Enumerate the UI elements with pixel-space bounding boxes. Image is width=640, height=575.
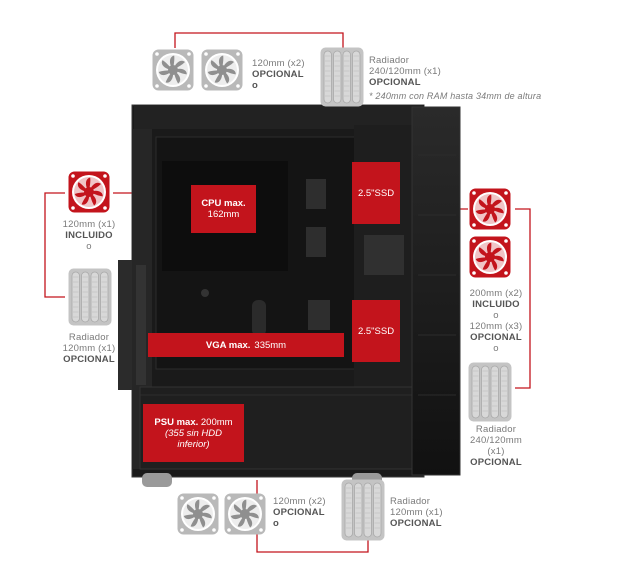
rear-radiator-icon <box>68 268 112 326</box>
pc-case <box>118 104 461 487</box>
cpu-clearance-box: CPU max. 162mm <box>191 185 256 233</box>
vga-label: VGA max. <box>205 339 251 351</box>
top-radiator-icon <box>320 47 364 107</box>
ssd-top-box: 2.5"SSD <box>352 162 400 224</box>
top-radiator-note: * 240mm con RAM hasta 34mm de altura <box>369 91 542 101</box>
ssd-top-label: 2.5"SSD <box>357 187 395 199</box>
top-radiator-label: Radiador 240/120mm (x1) OPCIONAL * 240mm… <box>369 55 542 101</box>
front-radiator-label: Radiador 240/120mm (x1) OPCIONAL <box>470 424 522 468</box>
vga-clearance-box: VGA max. 335mm <box>148 333 344 357</box>
ssd-bottom-box: 2.5"SSD <box>352 300 400 362</box>
psu-note-2: inferior) <box>177 438 210 450</box>
top-fan-1-icon <box>152 49 194 91</box>
psu-clearance-box: PSU max. 200mm (355 sin HDD inferior) <box>143 404 244 462</box>
top-fans-label: 120mm (x2) OPCIONAL o <box>252 58 305 91</box>
bottom-radiator-label: Radiador 120mm (x1) OPCIONAL <box>390 496 443 529</box>
psu-note-1: (355 sin HDD <box>164 427 223 439</box>
front-radiator-icon <box>468 362 512 422</box>
psu-label: PSU max. <box>154 416 199 428</box>
front-fan-2-icon <box>469 236 511 278</box>
front-fan-1-icon <box>469 188 511 230</box>
bottom-fans-label: 120mm (x2) OPCIONAL o <box>273 496 326 529</box>
ssd-bottom-label: 2.5"SSD <box>357 325 395 337</box>
rear-radiator-label: Radiador 120mm (x1) OPCIONAL <box>62 332 116 365</box>
cpu-value: 162mm <box>207 209 240 220</box>
top-fan-2-icon <box>201 49 243 91</box>
bottom-fan-2-icon <box>224 493 266 535</box>
front-fans-label: 200mm (x2) INCLUIDO o 120mm (x3) OPCIONA… <box>469 288 523 354</box>
bottom-fan-1-icon <box>177 493 219 535</box>
vga-value: 335mm <box>254 339 287 351</box>
rear-fan-icon <box>68 171 110 213</box>
cpu-label: CPU max. <box>201 198 246 209</box>
rear-fan-label: 120mm (x1) INCLUIDO o <box>62 219 116 252</box>
psu-value: 200mm <box>200 416 233 428</box>
bottom-radiator-icon <box>341 479 385 541</box>
